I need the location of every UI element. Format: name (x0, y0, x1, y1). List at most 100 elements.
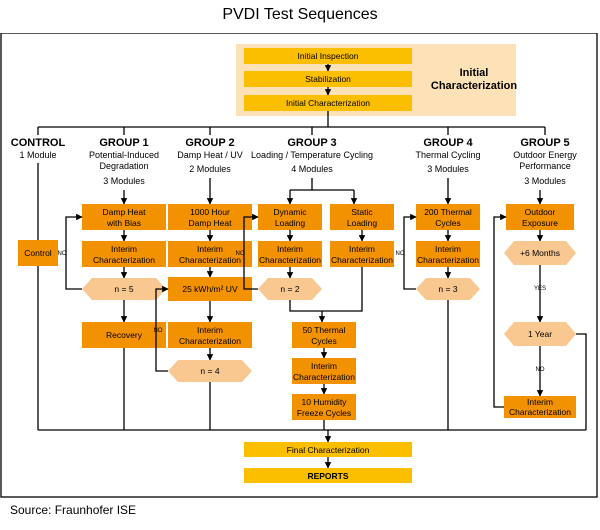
group-desc: Loading / Temperature Cycling (251, 150, 373, 160)
final-characterization-box (244, 442, 412, 457)
group-desc: 1 Module (19, 150, 56, 160)
g3-interim-c-line1: Interim (311, 361, 337, 371)
g1-interim-box (82, 241, 166, 267)
group-modules: 4 Modules (291, 164, 333, 174)
group-modules: 3 Modules (427, 164, 469, 174)
group-header-3: GROUP 3 Loading / Temperature Cycling 4 … (251, 137, 373, 174)
g3-interim-b-box (330, 241, 394, 267)
g2-decision (168, 360, 252, 382)
g5-months-label: +6 Months (520, 248, 560, 258)
g5-year-label: 1 Year (528, 329, 552, 339)
group-header-4: GROUP 4 Thermal Cycling 3 Modules (415, 137, 480, 174)
control-box (18, 240, 58, 266)
final-characterization-label: Final Characterization (287, 445, 370, 455)
group-title: GROUP 3 (287, 137, 336, 149)
g3-interim-a-line2: Characterization (259, 255, 321, 265)
g1-no-label: NO (58, 251, 67, 257)
group-title: CONTROL (11, 137, 66, 149)
g3-thermal-line1: 50 Thermal (303, 325, 346, 335)
g4-thermal-cycles-box (416, 204, 480, 230)
flowchart: Initial Inspection Stabilization Initial… (0, 33, 598, 498)
g5-year-decision (504, 322, 576, 346)
group-title: GROUP 2 (185, 137, 234, 149)
initial-characterization-box (244, 95, 412, 111)
g5-interim-line1: Interim (527, 397, 553, 407)
g4-interim-box (416, 241, 480, 267)
g1-interim-line1: Interim (111, 244, 137, 254)
g1-recovery-box (82, 322, 166, 348)
g2-interim-line2: Characterization (179, 255, 241, 265)
outer-frame (0, 33, 598, 498)
g4-step-line1: 200 Thermal (424, 207, 472, 217)
g1-recovery-label: Recovery (106, 330, 143, 340)
g1-decision-label: n = 5 (114, 284, 133, 294)
g5-months-decision (504, 241, 576, 265)
g1-step-line1: Damp Heat (103, 207, 147, 217)
g5-interim-line2: Characterization (509, 407, 571, 417)
g5-outdoor-exposure-box (506, 204, 574, 230)
g5-step-line2: Exposure (522, 218, 558, 228)
g3-thermal-line2: Cycles (311, 336, 337, 346)
control-label: Control (24, 248, 52, 258)
g3-humidity-line2: Freeze Cycles (297, 408, 351, 418)
g1-decision (82, 278, 166, 300)
group-header-2: GROUP 2 Damp Heat / UV 2 Modules (177, 137, 243, 174)
page-title: PVDI Test Sequences (222, 6, 378, 23)
group-desc: Potential-Induced (89, 150, 159, 160)
g3-thermal-cycles-box (292, 322, 356, 348)
g5-interim-box (504, 396, 576, 418)
reports-box (244, 468, 412, 483)
g5-yes-label: YES (534, 286, 546, 292)
group-desc: Outdoor Energy (513, 150, 577, 160)
initial-inspection-box (244, 48, 412, 64)
g4-decision (416, 278, 480, 300)
g3-interim-a-box (258, 241, 322, 267)
g5-step-line1: Outdoor (525, 207, 556, 217)
g2-step-line2: Damp Heat (189, 218, 233, 228)
group-desc: Thermal Cycling (415, 150, 480, 160)
initial-title-line: Characterization (431, 80, 517, 92)
g3-decision (258, 278, 322, 300)
g2-uv-box (168, 277, 252, 301)
group-header-5: GROUP 5 Outdoor Energy Performance 3 Mod… (513, 137, 577, 186)
g2-interim-line1: Interim (197, 244, 223, 254)
initial-title-line: Initial (460, 67, 489, 79)
reports-label: REPORTS (307, 471, 348, 481)
g3-interim-b-line1: Interim (349, 244, 375, 254)
stabilization-label: Stabilization (305, 74, 351, 84)
g3-decision-label: n = 2 (280, 284, 299, 294)
g2-interim2-box (168, 322, 252, 348)
g3-static-line2: Loading (347, 218, 378, 228)
g4-interim-line1: Interim (435, 244, 461, 254)
g4-step-line2: Cycles (435, 218, 461, 228)
group-title: GROUP 5 (520, 137, 569, 149)
group-header-control: CONTROL 1 Module (11, 137, 66, 160)
stabilization-box (244, 71, 412, 87)
g2-damp-heat-box (168, 204, 252, 230)
g3-static-loading-box (330, 204, 394, 230)
g4-decision-label: n = 3 (438, 284, 457, 294)
group-title: GROUP 4 (423, 137, 473, 149)
group-modules: 2 Modules (189, 164, 231, 174)
group-modules: 3 Modules (524, 176, 566, 186)
g2-interim-box (168, 241, 252, 267)
g3-interim-b-line2: Characterization (331, 255, 393, 265)
g3-interim-c-box (292, 358, 356, 384)
g3-interim-c-line2: Characterization (293, 372, 355, 382)
g3-interim-a-line1: Interim (277, 244, 303, 254)
g2-no-label: NO (154, 328, 163, 334)
g1-step-line2: with Bias (106, 218, 141, 228)
group-modules: 3 Modules (103, 176, 145, 186)
group-desc: Degradation (99, 161, 148, 171)
group-desc: Damp Heat / UV (177, 150, 243, 160)
g3-dynamic-loading-box (258, 204, 322, 230)
g2-interim2-line1: Interim (197, 325, 223, 335)
group-desc: Performance (519, 161, 571, 171)
g3-no-label: NO (236, 251, 245, 257)
g3-humidity-freeze-box (292, 394, 356, 420)
g4-interim-line2: Characterization (417, 255, 479, 265)
g3-dyn-line2: Loading (275, 218, 306, 228)
g2-decision-label: n = 4 (200, 366, 219, 376)
g4-no-label: NO (396, 251, 405, 257)
